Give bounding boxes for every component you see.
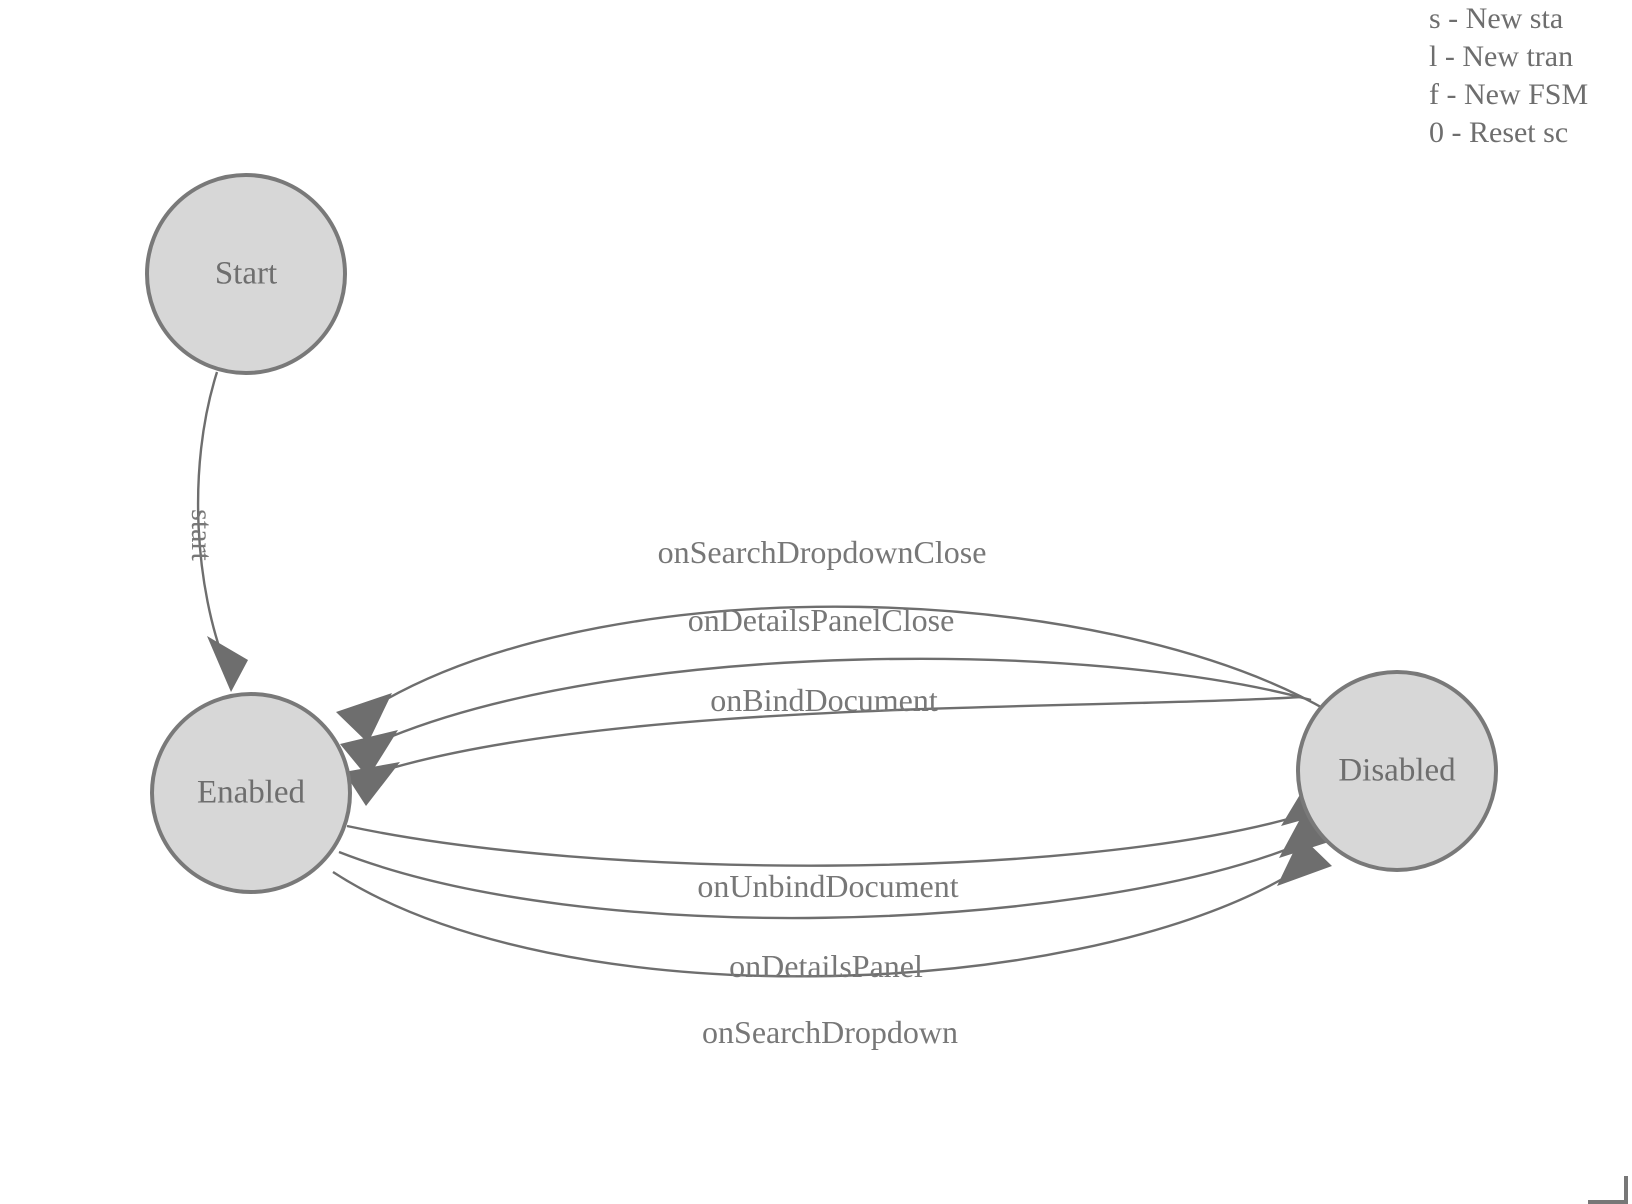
edge-label-onBindDocument: onBindDocument — [710, 682, 938, 718]
edge-path-onDetailsPanel — [338, 848, 1286, 920]
arrowhead-start — [207, 636, 248, 692]
edge-path-start — [196, 371, 228, 667]
arrowhead-onBindDocument — [344, 762, 400, 806]
edge-path-onSearchDropdown — [332, 870, 1285, 978]
resize-handle-corner[interactable] — [1588, 1176, 1632, 1204]
node-disabled-circle — [1296, 670, 1498, 872]
edge-start[interactable] — [196, 371, 248, 692]
edge-onSearchDropdownClose[interactable] — [336, 605, 1329, 743]
legend-line-new-state: s - New sta — [1429, 2, 1564, 35]
node-start-circle — [145, 173, 347, 375]
edge-label-onDetailsPanelClose: onDetailsPanelClose — [688, 602, 955, 638]
resize-handle-vertical-bar — [1624, 1176, 1628, 1204]
node-enabled-circle — [150, 692, 352, 894]
edge-label-start: start — [185, 509, 218, 561]
node-disabled[interactable]: Disabled — [1296, 670, 1498, 872]
edge-onBindDocument[interactable] — [344, 695, 1302, 806]
arrowhead-onDetailsPanel — [1279, 808, 1335, 858]
keyboard-shortcut-legend: s - New sta l - New tran f - New FSM 0 -… — [1429, 0, 1632, 152]
edge-onUnbindDocument[interactable] — [346, 778, 1338, 867]
edge-label-onUnbindDocument: onUnbindDocument — [697, 868, 958, 904]
node-start-label: Start — [215, 256, 277, 292]
node-start[interactable]: Start — [145, 173, 347, 375]
edge-label-onSearchDropdown: onSearchDropdown — [702, 1014, 958, 1050]
edge-onSearchDropdown[interactable] — [332, 836, 1332, 978]
edge-label-onSearchDropdownClose: onSearchDropdownClose — [658, 534, 987, 570]
node-enabled[interactable]: Enabled — [150, 692, 352, 894]
edge-path-onBindDocument — [391, 695, 1302, 770]
arrowhead-onSearchDropdownClose — [336, 693, 392, 743]
edge-path-onSearchDropdownClose — [384, 605, 1329, 713]
legend-line-new-fsm: f - New FSM — [1429, 78, 1589, 111]
node-enabled-label: Enabled — [197, 775, 306, 811]
edge-onDetailsPanelClose[interactable] — [340, 657, 1312, 778]
arrowhead-onSearchDropdown — [1277, 836, 1332, 886]
edge-path-onUnbindDocument — [346, 817, 1289, 867]
resize-handle-horizontal-bar — [1588, 1200, 1628, 1204]
edge-path-onDetailsPanelClose — [389, 657, 1312, 739]
legend-line-reset: 0 - Reset sc — [1429, 116, 1569, 149]
arrowhead-onDetailsPanelClose — [340, 730, 398, 778]
legend-line-new-transition: l - New tran — [1429, 40, 1574, 73]
edge-onDetailsPanel[interactable] — [338, 808, 1335, 920]
edge-label-onDetailsPanel: onDetailsPanel — [729, 948, 923, 984]
node-disabled-label: Disabled — [1338, 753, 1456, 789]
